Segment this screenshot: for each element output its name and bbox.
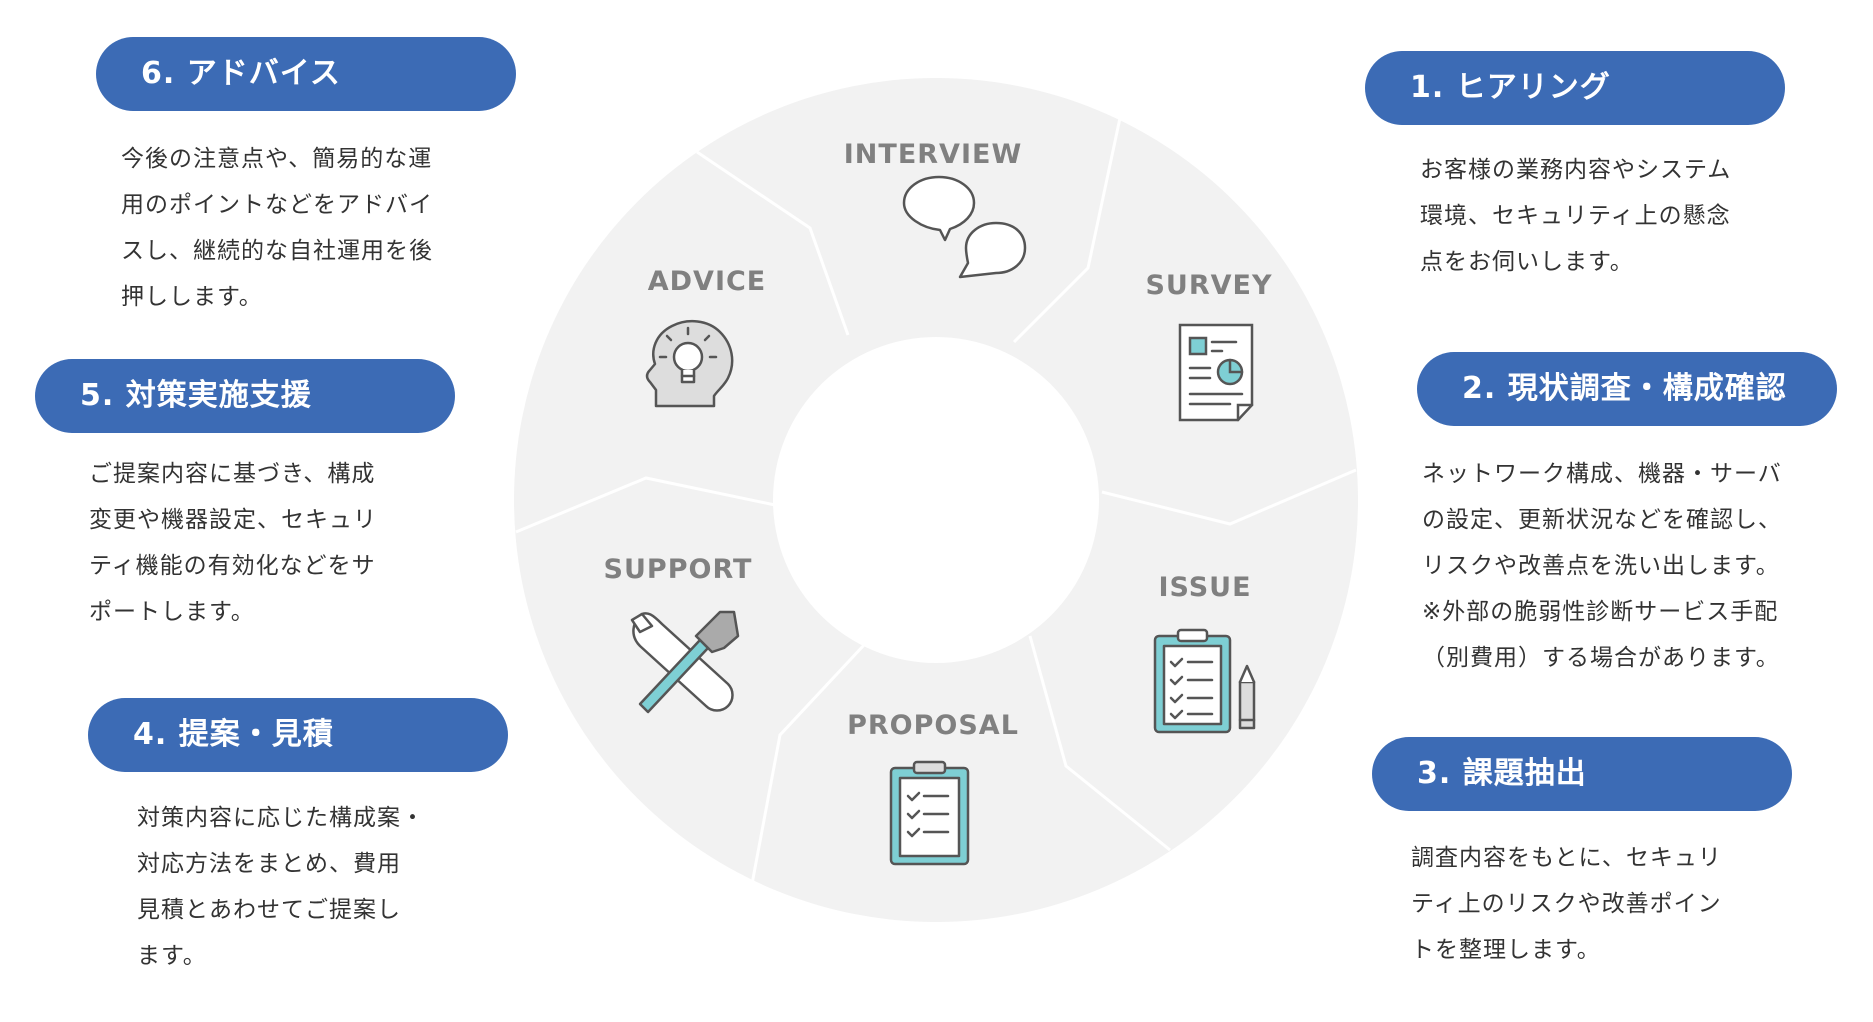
step-4-line-3: 見積とあわせてご提案し xyxy=(137,897,401,923)
step-5-title: 5. 対策実施支援 xyxy=(80,378,312,413)
wrench-hammer-icon xyxy=(630,610,740,714)
step-3-line-3: トを整理します。 xyxy=(1411,937,1601,963)
step-3-line-2: ティ上のリスクや改善ポイン xyxy=(1411,891,1722,917)
report-document-icon xyxy=(1178,323,1254,422)
step-2-pill: 2. 現状調査・構成確認 xyxy=(1417,352,1837,426)
checklist-pencil-icon xyxy=(1153,628,1256,734)
step-1-line-1: お客様の業務内容やシステム xyxy=(1420,157,1732,183)
step-2-description: ネットワーク構成、機器・サーバ の設定、更新状況などを確認し、 リスクや改善点を… xyxy=(1422,451,1782,681)
speech-bubbles-icon xyxy=(902,175,1027,279)
step-6-title: 6. アドバイス xyxy=(141,56,341,91)
step-4-description: 対策内容に応じた構成案・ 対応方法をまとめ、費用 見積とあわせてご提案し ます。 xyxy=(137,795,425,979)
step-6-line-4: 押しします。 xyxy=(121,284,263,310)
step-4-pill: 4. 提案・見積 xyxy=(88,698,508,772)
step-3-description: 調査内容をもとに、セキュリ ティ上のリスクや改善ポイン トを整理します。 xyxy=(1411,835,1722,973)
step-2-title: 2. 現状調査・構成確認 xyxy=(1462,371,1787,406)
step-5-line-4: ポートします。 xyxy=(89,599,255,625)
step-3-pill: 3. 課題抽出 xyxy=(1372,737,1792,811)
head-lightbulb-icon xyxy=(645,319,734,408)
step-4-title: 4. 提案・見積 xyxy=(133,717,334,752)
segment-label-advice: ADVICE xyxy=(648,266,767,297)
step-2-line-4: ※外部の脆弱性診断サービス手配 xyxy=(1422,599,1779,625)
step-5-line-3: ティ機能の有効化などをサ xyxy=(89,553,376,579)
step-6-pill: 6. アドバイス xyxy=(96,37,516,111)
segment-label-interview: INTERVIEW xyxy=(844,139,1022,170)
step-1-title: 1. ヒアリング xyxy=(1410,70,1611,105)
cycle-center xyxy=(773,337,1099,663)
clipboard-checklist-icon xyxy=(889,760,970,866)
step-3-title: 3. 課題抽出 xyxy=(1417,756,1587,791)
step-1-line-2: 環境、セキュリティ上の懸念 xyxy=(1420,203,1731,229)
step-4-line-4: ます。 xyxy=(137,943,207,969)
step-1-pill: 1. ヒアリング xyxy=(1365,51,1785,125)
step-4-line-2: 対応方法をまとめ、費用 xyxy=(137,851,401,877)
step-6-line-1: 今後の注意点や、簡易的な運 xyxy=(121,146,433,172)
step-2-line-1: ネットワーク構成、機器・サーバ xyxy=(1422,461,1782,487)
step-1-description: お客様の業務内容やシステム 環境、セキュリティ上の懸念 点をお伺いします。 xyxy=(1420,147,1731,285)
step-3-line-1: 調査内容をもとに、セキュリ xyxy=(1411,845,1722,871)
step-2-line-5: （別費用）する場合があります。 xyxy=(1422,645,1780,671)
step-6-line-2: 用のポイントなどをアドバイ xyxy=(121,192,433,218)
step-5-pill: 5. 対策実施支援 xyxy=(35,359,455,433)
step-1-line-3: 点をお伺いします。 xyxy=(1420,249,1634,275)
segment-dividers xyxy=(515,117,1357,885)
step-6-description: 今後の注意点や、簡易的な運 用のポイントなどをアドバイ スし、継続的な自社運用を… xyxy=(121,136,433,320)
segment-label-survey: SURVEY xyxy=(1145,270,1272,301)
step-2-line-2: の設定、更新状況などを確認し、 xyxy=(1422,507,1782,533)
step-5-line-2: 変更や機器設定、セキュリ xyxy=(89,507,377,533)
step-5-line-1: ご提案内容に基づき、構成 xyxy=(89,461,376,487)
segment-label-proposal: PROPOSAL xyxy=(847,710,1019,741)
step-5-description: ご提案内容に基づき、構成 変更や機器設定、セキュリ ティ機能の有効化などをサ ポ… xyxy=(89,451,377,635)
segment-label-issue: ISSUE xyxy=(1158,572,1251,603)
step-4-line-1: 対策内容に応じた構成案・ xyxy=(137,805,425,831)
step-6-line-3: スし、継続的な自社運用を後 xyxy=(121,238,433,264)
step-2-line-3: リスクや改善点を洗い出します。 xyxy=(1422,553,1780,579)
segment-label-support: SUPPORT xyxy=(604,554,753,585)
